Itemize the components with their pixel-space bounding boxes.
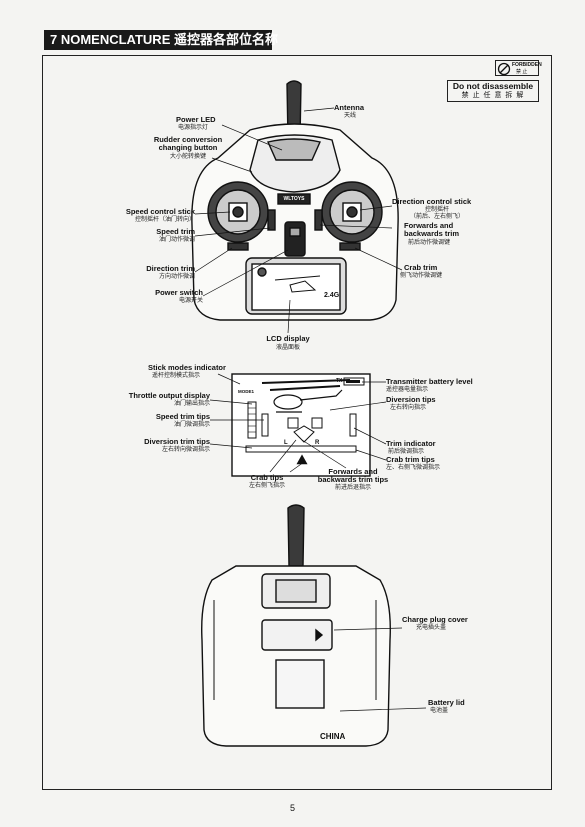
diversion-trim-tips-label-cn: 左右转向微调指示	[161, 447, 210, 453]
stick-modes-label: Stick modes indicator	[148, 363, 226, 372]
throttle-output-label: Throttle output display	[128, 391, 210, 400]
antenna-label: Antenna	[334, 103, 364, 112]
fb-trim-label: Forwards and backwards trim	[404, 221, 460, 238]
charge-plug-label: Charge plug cover	[402, 615, 468, 624]
trim-indicator-label-cn: 前后微调指示	[388, 449, 425, 455]
lcd-r-text: R	[315, 440, 320, 446]
power-led-label: Power LED	[176, 115, 216, 124]
helicopter-icon	[273, 394, 303, 410]
fb-trim-label-cn: 前后动作微调键	[408, 240, 451, 246]
crab-tips-label-cn: 左右侧飞指示	[248, 483, 285, 489]
stick-modes-label-cn: 遥杆控制模式指示	[152, 373, 201, 379]
lcd-tx-text: TX	[336, 378, 343, 384]
china-text: CHINA	[320, 732, 346, 741]
crab-trim-label-cn: 侧飞动作微调键	[400, 273, 443, 279]
warning-title: Do not disassemble	[452, 81, 534, 91]
warning-subtitle: 禁 止 任 意 拆 解	[461, 92, 525, 99]
speed-trim-label: Speed trim	[156, 227, 195, 236]
trim-indicator-label: Trim indicator	[386, 439, 436, 448]
forbidden-en: FORBIDDEN	[512, 62, 542, 68]
rudder-label: Rudder conversion changing button	[153, 135, 223, 152]
battery-lid-label: Battery lid	[428, 698, 465, 707]
crab-trim-tips-label-cn: 左、右侧飞微调指示	[386, 465, 441, 471]
lcd-mode-text: MODE1	[238, 389, 255, 394]
battery-level-label: Transmitter battery level	[386, 377, 473, 386]
forbidden-badge: FORBIDDEN 禁 止	[495, 60, 542, 76]
lcd-2-4g: 2.4G	[324, 292, 340, 299]
battery-lid-label-cn: 电池盖	[430, 708, 449, 714]
section-header: 7 NOMENCLATURE 遥控器各部位名称	[44, 30, 278, 50]
forbidden-icon	[497, 62, 511, 76]
rudder-label-cn: 大小舵转换键	[169, 154, 206, 160]
speed-stick-label-cn: 控制摇杆（油门转向）	[134, 217, 195, 223]
brand-plate	[277, 193, 311, 205]
charge-plug-label-cn: 充电插头盖	[416, 625, 447, 631]
power-led-icon	[267, 138, 321, 161]
direction-stick-label: Direction control stick	[392, 197, 472, 206]
forbidden-cn: 禁 止	[516, 69, 528, 75]
lcd-label-cn: 液晶面板	[275, 345, 300, 351]
diversion-trim-tips-label: Diversion trim tips	[144, 437, 210, 446]
lcd-label: LCD display	[266, 334, 310, 343]
brand-label: WLTOYS	[283, 196, 305, 202]
speed-trim-tips-label: Speed trim tips	[155, 412, 210, 421]
direction-stick-label-cn: 控制摇杆 （前后、左右侧飞）	[409, 207, 464, 220]
charge-plug-cover-icon	[261, 619, 333, 651]
direction-trim-label: Direction trim	[146, 264, 195, 273]
fb-trim-tips-label-cn: 前进后退指示	[334, 485, 371, 491]
power-switch-label: Power switch	[155, 288, 203, 297]
power-switch-label-cn: 电源开关	[178, 298, 203, 304]
lcd-l-text: L	[284, 440, 288, 446]
page-number: 5	[289, 803, 295, 813]
diversion-tips-label: Diversion tips	[386, 395, 436, 404]
crab-trim-tips-label: Crab trim tips	[386, 455, 435, 464]
power-led-label-cn: 电源指示灯	[178, 125, 209, 131]
crab-trim-label: Crab trim	[404, 263, 438, 272]
crab-tips-label: Crab tips	[250, 473, 284, 482]
speed-trim-tips-label-cn: 油门微调指示	[173, 422, 210, 428]
warning-main: Do not disassemble 禁 止 任 意 拆 解	[447, 80, 539, 102]
battery-lid-icon	[275, 659, 325, 709]
throttle-output-label-cn: 油门输出指示	[173, 401, 210, 407]
fb-trim-tips-label: Forwards and backwards trim tips	[317, 467, 389, 484]
battery-level-label-cn: 遥控器电量指示	[386, 387, 429, 393]
figure-frame	[42, 55, 552, 790]
speed-stick-label: Speed control stick	[125, 207, 195, 216]
diversion-tips-label-cn: 左右转向指示	[390, 405, 427, 411]
disassembly-warning: FORBIDDEN 禁 止 Do not disassemble 禁 止 任 意…	[447, 60, 542, 104]
speed-trim-label-cn: 油门动作微调	[158, 237, 195, 243]
direction-trim-label-cn: 方向动作微调	[158, 274, 195, 280]
battery-icon	[343, 377, 365, 386]
back-antenna-icon	[287, 504, 305, 567]
antenna-label-cn: 天线	[344, 113, 357, 119]
